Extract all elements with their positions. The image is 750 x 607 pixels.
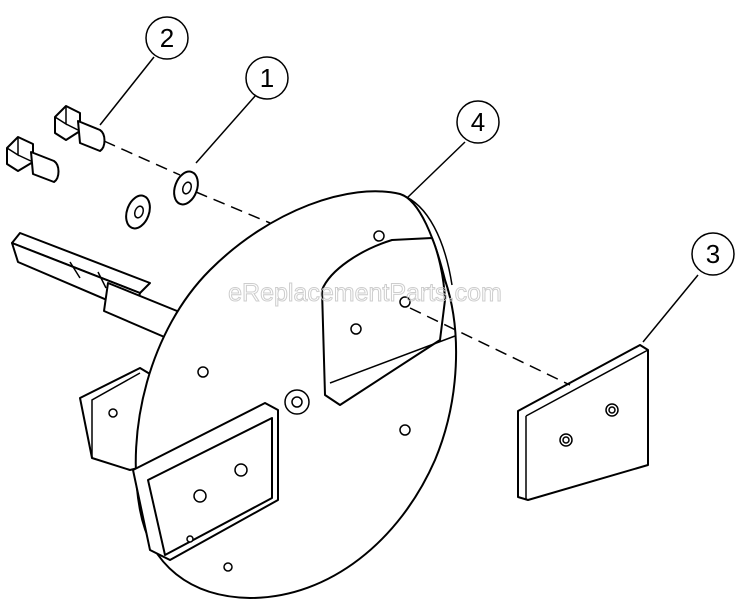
washer-left — [125, 194, 151, 230]
callout-2-label: 2 — [160, 23, 174, 53]
watermark-text: eReplacementParts.com — [228, 279, 502, 307]
callout-1: 1 — [245, 56, 289, 100]
callout-1-label: 1 — [260, 63, 274, 93]
bolt-upper — [54, 105, 106, 152]
callout-3: 3 — [691, 232, 735, 276]
assembly-lines — [103, 140, 571, 386]
callout-2: 2 — [145, 16, 189, 60]
rotor-disc — [132, 190, 458, 599]
washer-right — [173, 170, 199, 206]
callout-4-label: 4 — [471, 107, 485, 137]
drive-shaft — [11, 232, 183, 343]
callout-3-label: 3 — [706, 239, 720, 269]
callout-4: 4 — [456, 100, 500, 144]
bolt-lower — [6, 136, 60, 183]
cutting-blade — [517, 344, 649, 501]
leader-lines — [99, 56, 699, 343]
